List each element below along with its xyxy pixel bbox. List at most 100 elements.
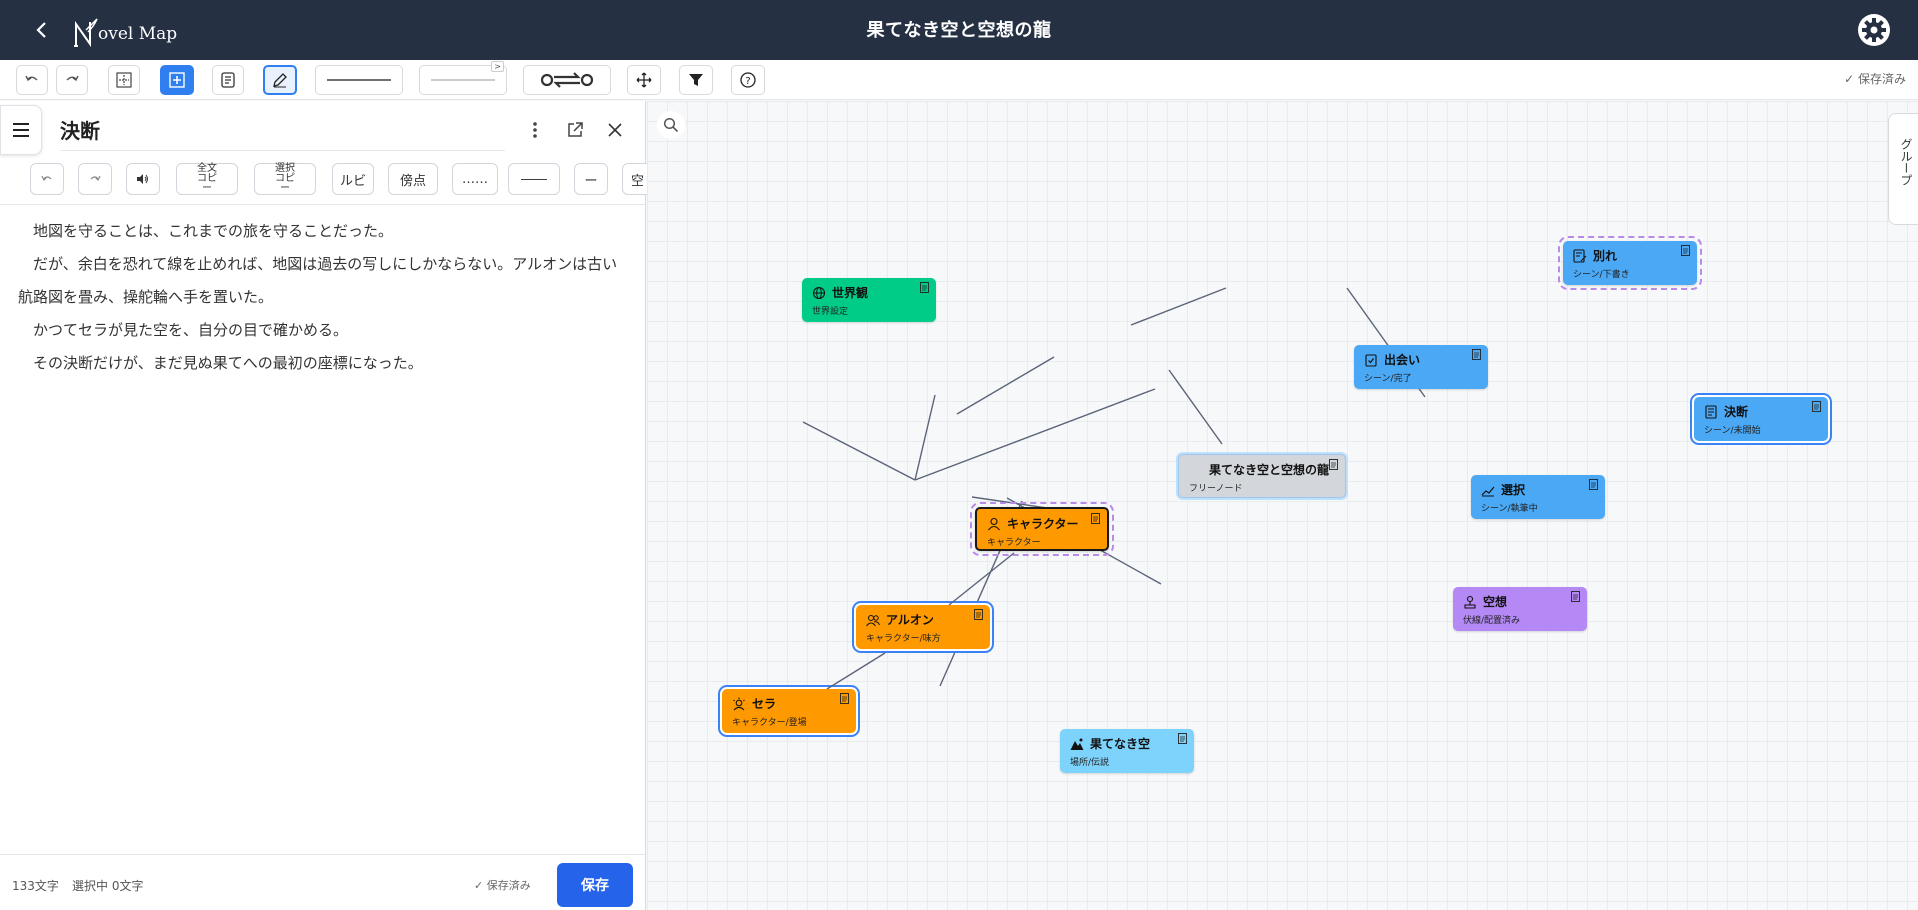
note-icon bbox=[1571, 591, 1580, 602]
gear-icon bbox=[1858, 14, 1890, 46]
more-options-button[interactable] bbox=[522, 117, 548, 143]
connection-direction-button[interactable] bbox=[523, 65, 611, 95]
chevron-left-icon bbox=[36, 22, 46, 38]
dash-button[interactable]: ー bbox=[574, 163, 608, 195]
app-header: ovel Map 果てなき空と空想の龍 bbox=[0, 0, 1918, 60]
text-editor-panel: 決断 全文コピー 選択コピー ルビ 傍点 …… ―― ー 空 地図を守ることは、… bbox=[0, 101, 656, 910]
move-tool-button[interactable] bbox=[627, 65, 661, 95]
node-title: キャラクター bbox=[1007, 517, 1079, 531]
add-node-button[interactable] bbox=[160, 65, 194, 95]
move-arrows-icon bbox=[636, 72, 652, 88]
person-icon bbox=[988, 517, 1000, 531]
close-editor-button[interactable] bbox=[602, 117, 628, 143]
copy-all-label: 全文コピー bbox=[197, 163, 217, 194]
app-logo[interactable]: ovel Map bbox=[72, 12, 177, 48]
external-link-icon bbox=[568, 122, 583, 137]
character-count: 133文字 bbox=[12, 879, 59, 893]
note-icon bbox=[920, 282, 929, 293]
save-button[interactable]: 保存 bbox=[557, 863, 633, 907]
node-title: 出会い bbox=[1384, 353, 1421, 367]
canvas-search-button[interactable] bbox=[657, 111, 685, 139]
group-tab-label: グループ bbox=[1899, 138, 1913, 186]
node-title: 別れ bbox=[1593, 249, 1618, 263]
group-panel-tab[interactable]: グループ bbox=[1888, 113, 1918, 225]
globe-icon bbox=[812, 286, 826, 300]
project-title: 果てなき空と空想の龍 bbox=[866, 20, 1052, 41]
node-sekaikan[interactable]: 世界観 世界設定 bbox=[802, 278, 936, 322]
node-sera[interactable]: セラ キャラクター/登場 bbox=[722, 689, 856, 733]
ellipsis-button[interactable]: …… bbox=[452, 163, 498, 195]
edit-mode-button[interactable] bbox=[263, 65, 297, 95]
redo-button[interactable] bbox=[56, 65, 88, 95]
note-icon bbox=[1589, 479, 1598, 490]
note-icon bbox=[974, 609, 983, 620]
check-icon: ✓ bbox=[474, 879, 487, 892]
undo-button[interactable] bbox=[16, 65, 48, 95]
redo-icon bbox=[90, 175, 101, 182]
editor-footer: 133文字 選択中 0文字 ✓ 保存済み 保存 bbox=[0, 854, 646, 910]
filter-button[interactable] bbox=[679, 65, 713, 95]
selection-count: 選択中 0文字 bbox=[72, 879, 144, 893]
editor-menu-button[interactable] bbox=[0, 105, 42, 155]
vertical-dots-icon bbox=[533, 122, 537, 138]
node-subtitle: シーン/完了 bbox=[1364, 374, 1412, 384]
back-button[interactable] bbox=[28, 14, 56, 46]
line-style-solid-select[interactable] bbox=[315, 65, 403, 95]
node-title: 決断 bbox=[1724, 405, 1749, 419]
note-icon bbox=[840, 693, 849, 704]
auto-layout-button[interactable] bbox=[108, 65, 140, 95]
node-character[interactable]: キャラクター キャラクター bbox=[970, 502, 1114, 556]
open-external-button[interactable] bbox=[562, 117, 588, 143]
note-icon bbox=[1472, 349, 1481, 360]
paragraph: かつてセラが見た空を、自分の目で確かめる。 bbox=[33, 321, 349, 339]
emphasis-dots-button[interactable]: 傍点 bbox=[388, 163, 438, 195]
line-style-thin-select[interactable]: > bbox=[419, 61, 507, 95]
svg-text:?: ? bbox=[745, 76, 750, 87]
copy-selection-button[interactable]: 選択コピー bbox=[254, 163, 316, 195]
node-ketsudan[interactable]: 決断 シーン/未開始 bbox=[1694, 397, 1828, 441]
quill-n-logo-icon bbox=[74, 18, 98, 48]
node-deai[interactable]: 出会い シーン/完了 bbox=[1354, 345, 1488, 389]
read-aloud-button[interactable] bbox=[126, 163, 160, 195]
edge-deai-sentaku bbox=[1168, 369, 1223, 445]
help-button[interactable]: ? bbox=[731, 65, 765, 95]
node-sentaku[interactable]: 選択 シーン/執筆中 bbox=[1471, 475, 1605, 519]
node-kuso[interactable]: 空想 伏線/配置済み bbox=[1453, 587, 1587, 631]
editor-save-status-label: 保存済み bbox=[486, 879, 531, 892]
landscape-icon bbox=[1070, 738, 1084, 750]
paragraph: だが、余白を恐れて線を止めれば、地図は過去の写しにしかならない。アルオンは古い航… bbox=[18, 255, 618, 306]
node-title: アルオン bbox=[886, 613, 934, 627]
clipboard-check-icon bbox=[1365, 354, 1377, 367]
thin-line-icon bbox=[431, 79, 495, 81]
note-icon bbox=[1178, 733, 1187, 744]
node-hatenaki[interactable]: 果てなき空 場所/伝説 bbox=[1060, 729, 1194, 773]
undo-icon bbox=[41, 175, 52, 182]
people-icon bbox=[866, 615, 880, 627]
node-wakare[interactable]: 別れ シーン/下書き bbox=[1558, 236, 1702, 290]
node-subtitle: シーン/下書き bbox=[1573, 270, 1630, 280]
speaker-icon bbox=[137, 174, 148, 184]
document-title[interactable]: 決断 bbox=[60, 115, 505, 151]
copy-all-button[interactable]: 全文コピー bbox=[176, 163, 238, 195]
node-aruon[interactable]: アルオン キャラクター/味方 bbox=[856, 605, 990, 649]
manuscript-text-area[interactable]: 地図を守ることは、これまでの旅を守ることだった。 だが、余白を恐れて線を止めれば… bbox=[18, 215, 626, 380]
check-icon: ✓ bbox=[1844, 72, 1858, 86]
text-undo-button[interactable] bbox=[30, 163, 64, 195]
double-dash-button[interactable]: ―― bbox=[508, 163, 560, 195]
node-subtitle: 世界設定 bbox=[812, 307, 849, 317]
node-subtitle: 場所/伝説 bbox=[1070, 758, 1110, 768]
logo-text: ovel Map bbox=[98, 24, 178, 44]
node-title: 世界観 bbox=[832, 286, 869, 300]
note-icon bbox=[1812, 401, 1821, 412]
mind-map-canvas[interactable]: グループ 世界観 世界設定 別れ シーン/下書き 出会い シーン/完了 決断 シ… bbox=[647, 101, 1918, 910]
document-icon bbox=[221, 72, 235, 88]
settings-button[interactable] bbox=[1856, 12, 1892, 48]
scene-edit-icon bbox=[1573, 249, 1587, 263]
pencil-icon bbox=[273, 73, 287, 88]
text-redo-button[interactable] bbox=[78, 163, 112, 195]
pin-stamp-icon bbox=[1464, 595, 1476, 609]
note-icon bbox=[1091, 513, 1100, 524]
notes-button[interactable] bbox=[212, 65, 244, 95]
node-root[interactable]: 果てなき空と空想の龍 フリーノード bbox=[1178, 454, 1346, 498]
ruby-button[interactable]: ルビ bbox=[332, 163, 374, 195]
